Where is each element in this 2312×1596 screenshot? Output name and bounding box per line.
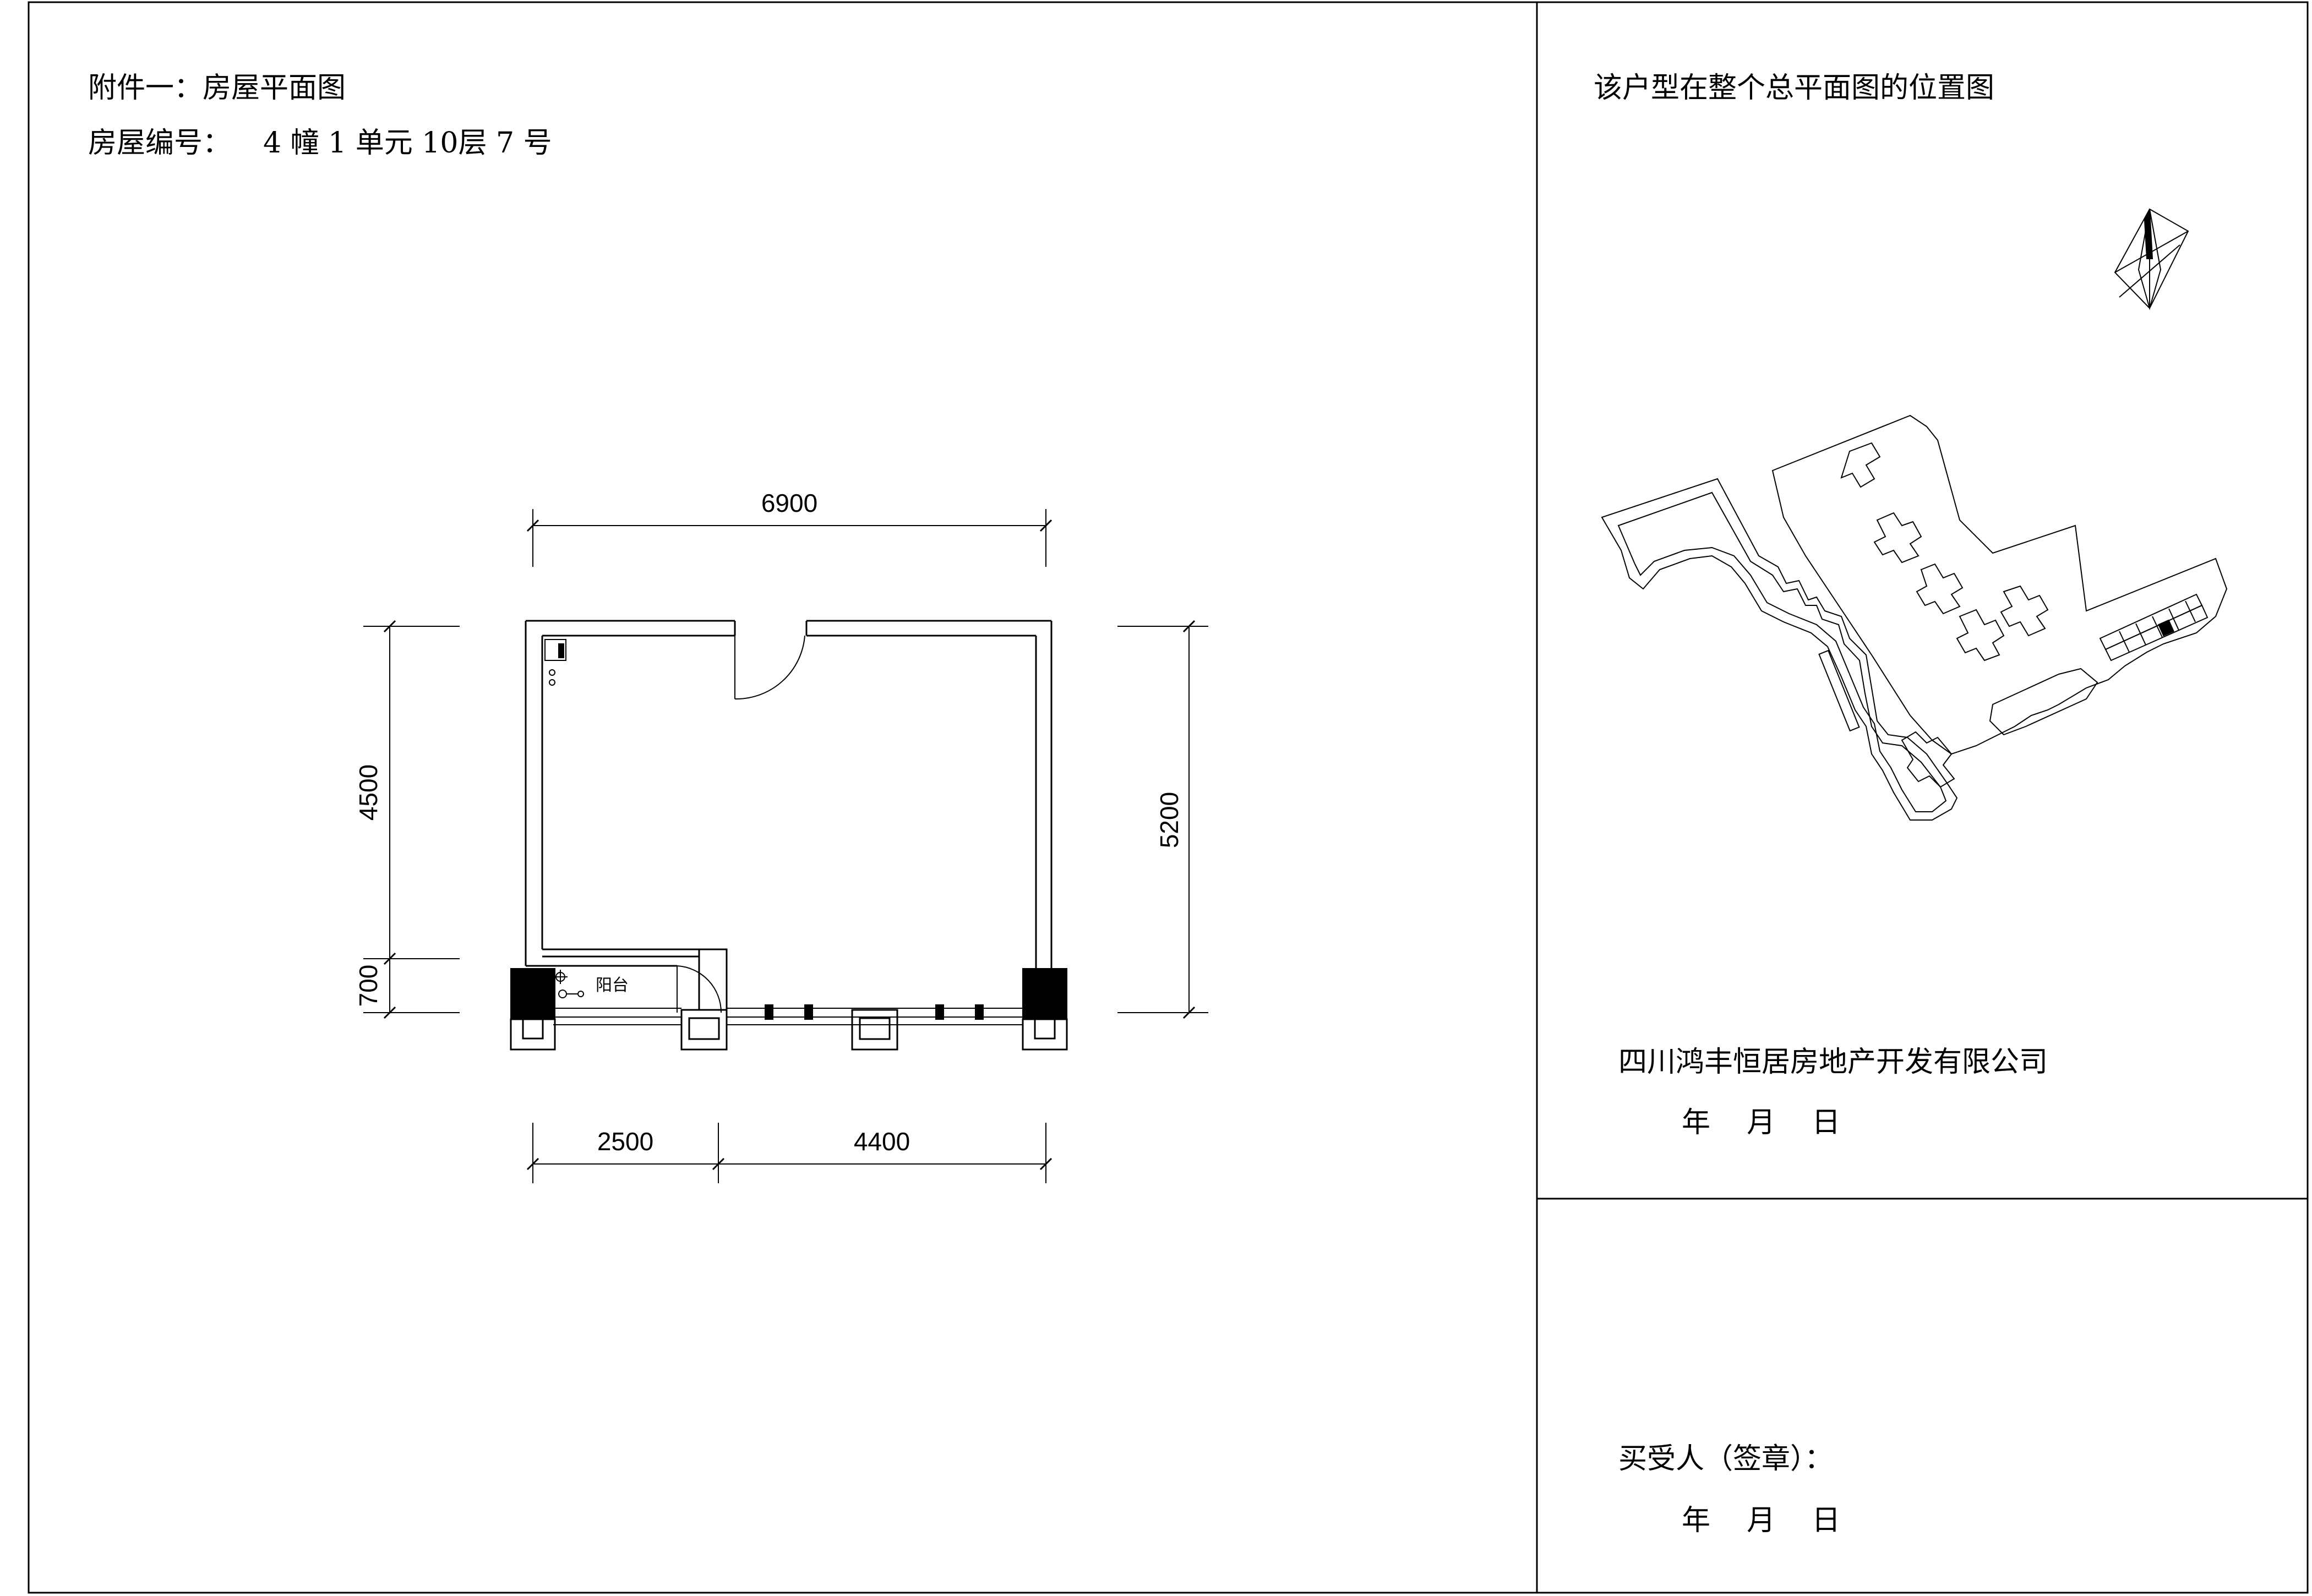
developer-date: 年 月 日 [1682,1106,1840,1139]
buyer-signature-label: 买受人（签章）： [1618,1442,1833,1475]
house-number-label: 房屋编号： [88,127,231,160]
entrance-door [734,635,805,700]
dimension-left: 4500 700 [354,620,460,1019]
sheet-border [28,1,2309,1594]
developer-name: 四川鸿丰恒居房地产开发有限公司 [1618,1046,2048,1079]
buyer-date: 年 月 日 [1682,1504,1840,1537]
column-left [510,968,555,1020]
page-title: 附件一：房屋平面图 [88,72,346,105]
dim-left-main: 4500 [354,764,383,821]
floor-plan: 6900 4500 700 5200 [354,489,1208,1183]
north-arrow-icon [2114,208,2189,310]
site-plan-title: 该户型在整个总平面图的位置图 [1594,72,1994,105]
dim-total-width: 6900 [761,489,817,517]
dimension-right: 5200 [1117,620,1208,1019]
balcony-label: 阳台 [596,976,629,995]
dimension-bottom: 2500 4400 [526,1123,1053,1183]
dimension-top: 6900 [526,489,1053,567]
column-right [1022,968,1067,1020]
site-parcel-right [1771,414,2228,755]
sink-fixture [544,639,566,686]
floor-drain-icon [553,970,584,998]
site-plan [1601,414,2228,821]
dim-bottom-right: 4400 [854,1127,910,1156]
dim-bottom-left: 2500 [597,1127,653,1156]
house-number-value: 4 幢 1 单元 10层 7 号 [263,127,552,160]
unit-location-marker [2099,593,2209,662]
dim-right-total: 5200 [1155,792,1184,848]
balcony: 阳台 [510,965,1068,1051]
walls [525,620,1053,1011]
site-parcel-left [1601,478,1958,821]
dim-left-balcony: 700 [354,965,383,1007]
